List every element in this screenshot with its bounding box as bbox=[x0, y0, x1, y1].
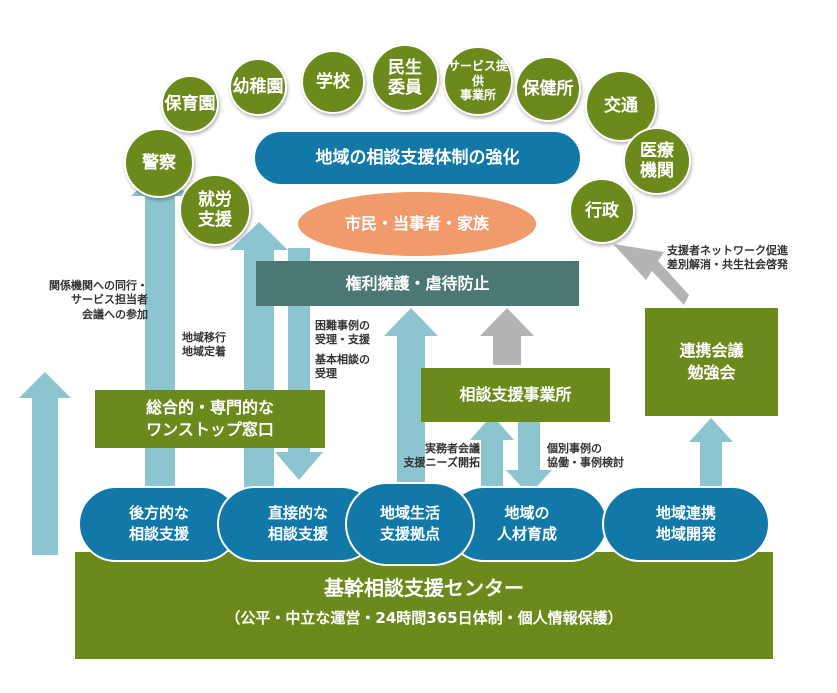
citizens-ellipse: 市民・当事者・家族 bbox=[298, 192, 536, 256]
direct-down-arrow bbox=[275, 248, 323, 480]
onestop-window-box: 総合的・専門的な ワンストップ窓口 bbox=[95, 390, 325, 448]
left-up-arrow bbox=[19, 372, 71, 555]
pill-regional-collaboration: 地域連携 地域開発 bbox=[602, 486, 770, 562]
center-title: 基幹相談支援センター bbox=[324, 575, 524, 600]
rights-protection-bar: 権利擁護・虐待防止 bbox=[256, 261, 579, 306]
org-medical: 医療 機関 bbox=[623, 127, 691, 195]
headline-banner: 地域の相談支援体制の強化 bbox=[253, 130, 582, 186]
center-base bbox=[75, 552, 773, 659]
meeting-study-box: 連携会議 勉強会 bbox=[645, 308, 778, 416]
org-nursery: 保育園 bbox=[161, 75, 219, 133]
regional-up-arrow bbox=[689, 418, 733, 495]
note-individual-case: 個別事例の 協働・事例検討 bbox=[547, 442, 624, 470]
org-service-provider: サービス提供 事業所 bbox=[443, 46, 513, 116]
note-network: 支援者ネットワーク促進 差別解消・共生社会啓発 bbox=[667, 244, 788, 272]
base-up-arrow bbox=[384, 308, 438, 495]
note-practitioner-meeting: 実務者会議 支援ニーズ開拓 bbox=[403, 442, 480, 470]
note-accompany: 関係機関への同行・ サービス担当者 会議への参加 bbox=[49, 279, 148, 321]
org-kindergarten: 幼稚園 bbox=[229, 58, 287, 116]
center-subtitle: （公平・中立な運営・24時間365日体制・個人情報保護） bbox=[225, 608, 623, 627]
pill-back-support: 後方的な 相談支援 bbox=[78, 486, 240, 562]
office-up-gray-arrow bbox=[480, 308, 534, 365]
org-police: 警察 bbox=[124, 128, 194, 198]
org-employment-support: 就労 支援 bbox=[179, 174, 251, 246]
note-difficult-case: 困難事例の 受理・支援 bbox=[315, 319, 370, 347]
org-government: 行政 bbox=[569, 178, 635, 244]
consultation-office-box: 相談支援事業所 bbox=[421, 368, 610, 422]
org-welfare-commissioner: 民生 委員 bbox=[371, 44, 439, 112]
org-school: 学校 bbox=[301, 50, 365, 114]
hr-up-arrow bbox=[470, 415, 514, 495]
network-gray-arrow bbox=[613, 244, 689, 305]
note-basic-consult: 基本相談の 受理 bbox=[315, 353, 370, 381]
pill-life-support-base: 地域生活 支援拠点 bbox=[345, 482, 475, 566]
hr-down-arrow bbox=[506, 420, 552, 495]
org-health-center: 保健所 bbox=[515, 56, 581, 122]
note-transition: 地域移行 地域定着 bbox=[182, 331, 226, 359]
